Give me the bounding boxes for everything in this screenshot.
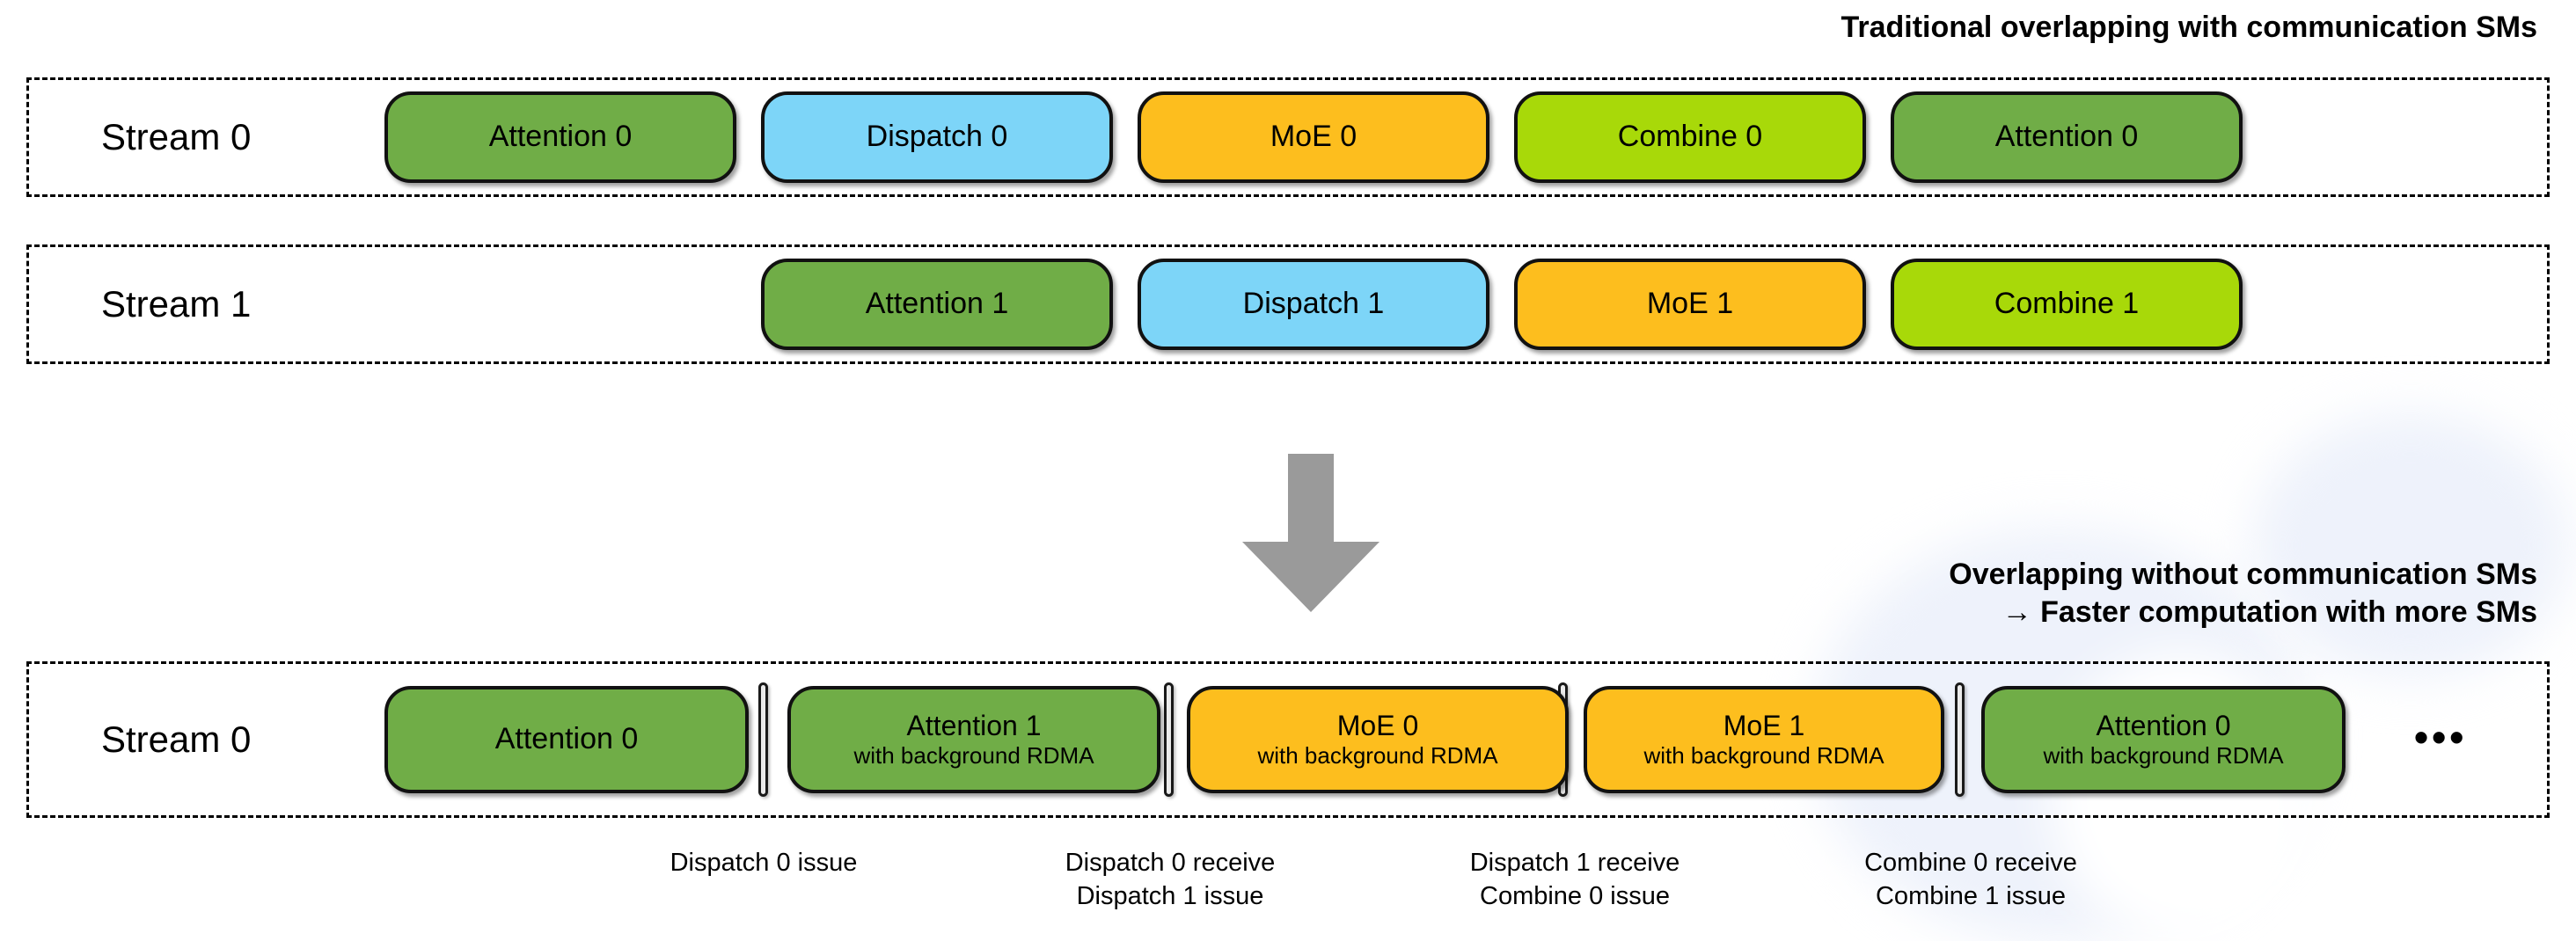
process-box[interactable]: Combine 1 [1891,259,2243,350]
timeline-caption: Dispatch 0 receive Dispatch 1 issue [1065,849,1276,911]
process-box[interactable]: Attention 0 [384,91,736,183]
process-box-title: MoE 0 [1336,710,1419,742]
process-box-subtitle: with background RDMA [1643,742,1884,770]
process-box-title: Attention 0 [494,722,639,756]
continuation-ellipsis: ••• [2414,714,2468,760]
top-section-title: Traditional overlapping with communicati… [1841,11,2537,44]
process-box-title: MoE 0 [1270,120,1358,154]
lane-label-stream-0-bottom: Stream 0 [101,719,252,760]
process-box[interactable]: Combine 0 [1514,91,1866,183]
process-box[interactable]: Attention 0 [384,686,749,793]
lane-label-stream-1: Stream 1 [101,283,252,325]
process-box[interactable]: MoE 1 [1514,259,1866,350]
process-box-title: MoE 1 [1646,287,1734,321]
background-watermark-c [2252,413,2569,677]
process-box[interactable]: Dispatch 1 [1138,259,1489,350]
process-box-subtitle: with background RDMA [2043,742,2284,770]
process-box-title: Attention 0 [2096,710,2231,742]
lane-label-stream-0-top: Stream 0 [101,116,252,157]
stream-lane-middle: Stream 1 [26,244,2550,364]
box-separator [758,682,768,797]
timeline-caption: Dispatch 0 issue [670,849,858,877]
process-box[interactable]: Dispatch 0 [761,91,1113,183]
box-separator [1164,682,1174,797]
process-box-title: Attention 0 [1994,120,2139,154]
down-arrow-icon [1242,454,1379,612]
process-box-title: Attention 1 [906,710,1042,742]
process-box[interactable]: Attention 0 [1891,91,2243,183]
process-box-title: MoE 1 [1723,710,1805,742]
box-separator [1955,682,1965,797]
process-box-title: Dispatch 1 [1242,287,1385,321]
timeline-caption: Combine 0 receive Combine 1 issue [1864,849,2077,911]
process-box[interactable]: Attention 1 [761,259,1113,350]
process-box-title: Dispatch 0 [866,120,1008,154]
process-box-title: Attention 1 [865,287,1009,321]
timeline-caption: Dispatch 1 receive Combine 0 issue [1469,849,1680,911]
process-box-title: Combine 0 [1617,120,1763,154]
stream-lane-bottom: Stream 0 [26,661,2550,818]
process-box-subtitle: with background RDMA [1257,742,1498,770]
bottom-section-title: Overlapping without communication SMs → … [1949,558,2537,629]
process-box[interactable]: MoE 0 [1138,91,1489,183]
process-box-subtitle: with background RDMA [853,742,1094,770]
process-box-title: Combine 1 [1994,287,2140,321]
process-box-title: Attention 0 [488,120,633,154]
stream-lane-top: Stream 0 [26,77,2550,197]
